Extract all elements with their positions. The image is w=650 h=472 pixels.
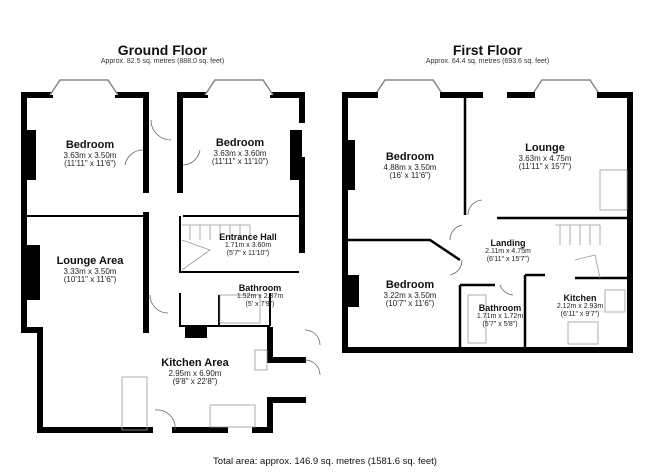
- first-floor-title: First Floor: [452, 42, 523, 58]
- ground-floor-title: Ground Floor: [117, 42, 208, 58]
- room-label-first-kitchen: Kitchen 2.12m x 2.93m (6'11" x 9'7"): [556, 293, 604, 318]
- room-label-kitchen-area: Kitchen Area 2.95m x 6.90m (9'8" x 22'8"…: [161, 357, 229, 386]
- room-label-first-bathroom: Bathroom 1.71m x 1.72m (5'7" x 5'8"): [476, 303, 524, 328]
- room-label-lounge-area: Lounge Area 3.33m x 3.50m (10'11" x 11'6…: [56, 255, 124, 284]
- first-floor-area: Approx. 64.4 sq. metres (693.6 sq. feet): [425, 58, 550, 65]
- total-area: Total area: approx. 146.9 sq. metres (15…: [213, 456, 437, 467]
- room-label-first-bedroom-1: Bedroom 4.88m x 3.50m (16' x 11'6"): [383, 151, 437, 180]
- room-label-ground-bedroom-2: Bedroom 3.63m x 3.60m (11'11" x 11'10"): [211, 137, 269, 166]
- ground-floor-area: Approx. 82.5 sq. metres (888.0 sq. feet): [100, 58, 225, 65]
- room-label-landing: Landing 2.11m x 4.75m (6'11" x 15'7"): [485, 238, 531, 263]
- room-label-ground-bathroom: Bathroom 1.52m x 2.37m (5' x 7'9"): [236, 283, 284, 308]
- room-label-first-bedroom-2: Bedroom 3.22m x 3.50m (10'7" x 11'6"): [383, 279, 437, 308]
- room-label-first-lounge: Lounge 3.63m x 4.75m (11'11" x 15'7"): [518, 142, 572, 171]
- room-label-ground-bedroom-1: Bedroom 3.63m x 3.50m (11'11" x 11'6"): [63, 139, 117, 168]
- room-label-entrance-hall: Entrance Hall 1.71m x 3.60m (5'7" x 11'1…: [219, 232, 277, 257]
